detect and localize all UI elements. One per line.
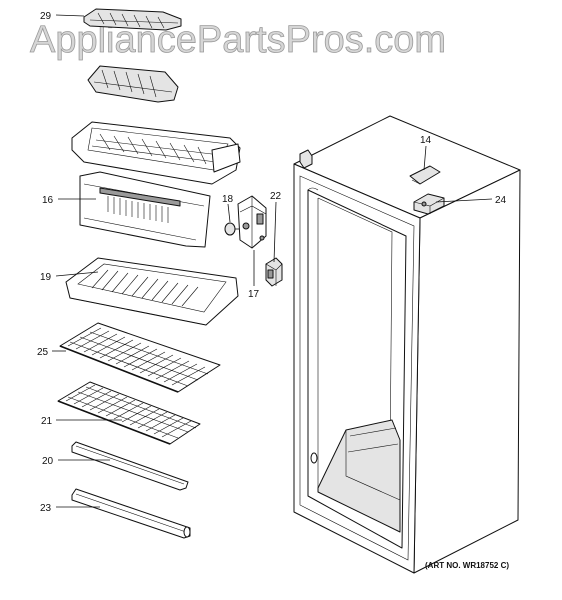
callout-17: 17	[248, 289, 260, 300]
leader-14	[423, 145, 427, 171]
art-number: (ART NO. WR18752 C)	[425, 561, 509, 570]
part-20-trim-strip	[71, 441, 189, 491]
leader-29	[55, 14, 85, 17]
callout-25: 25	[37, 347, 49, 358]
callout-16: 16	[42, 195, 54, 206]
callout-23: 23	[40, 503, 52, 514]
part-14-light-cover	[409, 165, 441, 185]
freezer-drip-tray	[71, 121, 241, 185]
callout-24: 24	[495, 195, 507, 206]
part-22-thermostat	[265, 257, 283, 287]
callout-29: 29	[40, 11, 52, 22]
part-19-tray	[65, 257, 239, 326]
part-18-control-knob	[224, 222, 242, 236]
callout-14: 14	[420, 135, 432, 146]
part-17-control-bracket	[237, 195, 267, 249]
part-16-evaporator-cover	[79, 171, 211, 248]
leader-19	[55, 271, 99, 277]
callout-19: 19	[40, 272, 52, 283]
callout-21: 21	[41, 416, 53, 427]
callout-22: 22	[270, 191, 282, 202]
part-25-wire-shelf	[59, 322, 221, 393]
leader-18	[227, 203, 231, 223]
leader-22	[273, 201, 277, 263]
refrigerator-cabinet	[293, 115, 521, 574]
part-21-wire-shelf	[57, 381, 201, 445]
callout-20: 20	[42, 456, 54, 467]
part-29-ice-tray	[83, 8, 182, 31]
part-23-trim-strip	[71, 488, 191, 539]
leader-24	[435, 198, 493, 203]
part-24-light-socket	[413, 193, 445, 215]
ice-tray-lower	[87, 65, 179, 103]
callout-18: 18	[222, 194, 234, 205]
